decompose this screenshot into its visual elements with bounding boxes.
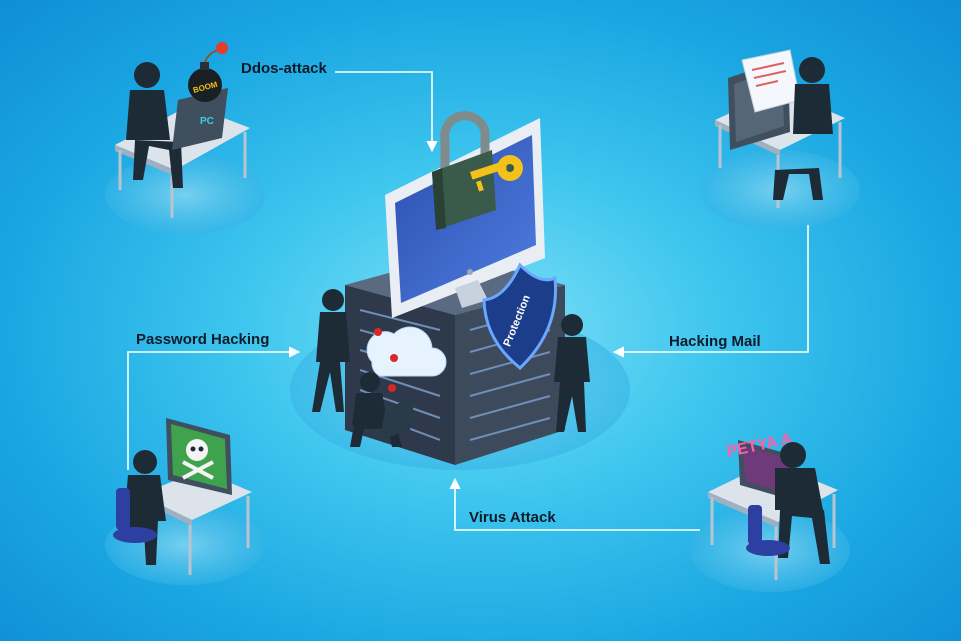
connector-ddos bbox=[335, 71, 438, 153]
hacker-sitting-center bbox=[350, 372, 415, 447]
hacker-standing-right bbox=[554, 314, 590, 432]
connector-password bbox=[127, 346, 301, 470]
laptop-label: PC bbox=[200, 116, 214, 127]
label-ddos-attack: Ddos-attack bbox=[241, 60, 327, 77]
office-chair-right bbox=[746, 505, 790, 556]
key-icon bbox=[470, 155, 523, 192]
label-hacking-mail: Hacking Mail bbox=[669, 333, 761, 350]
connector-mail bbox=[612, 225, 809, 358]
office-chair bbox=[113, 488, 157, 543]
skull-icon bbox=[182, 439, 214, 480]
mail-hacker bbox=[773, 57, 833, 200]
virus-hacker bbox=[775, 442, 830, 564]
laptop-icon: PC bbox=[172, 88, 228, 150]
label-virus-attack: Virus Attack bbox=[469, 509, 556, 526]
connector-virus bbox=[449, 477, 700, 531]
label-password-hacking: Password Hacking bbox=[136, 331, 270, 348]
hacker-standing-left bbox=[312, 289, 350, 412]
cloud-icon bbox=[366, 326, 447, 392]
ddos-hacker bbox=[126, 62, 183, 188]
bomb-icon: BOOM bbox=[188, 42, 228, 102]
shield-icon: Protection bbox=[482, 262, 558, 370]
platform-ddos bbox=[105, 155, 265, 235]
